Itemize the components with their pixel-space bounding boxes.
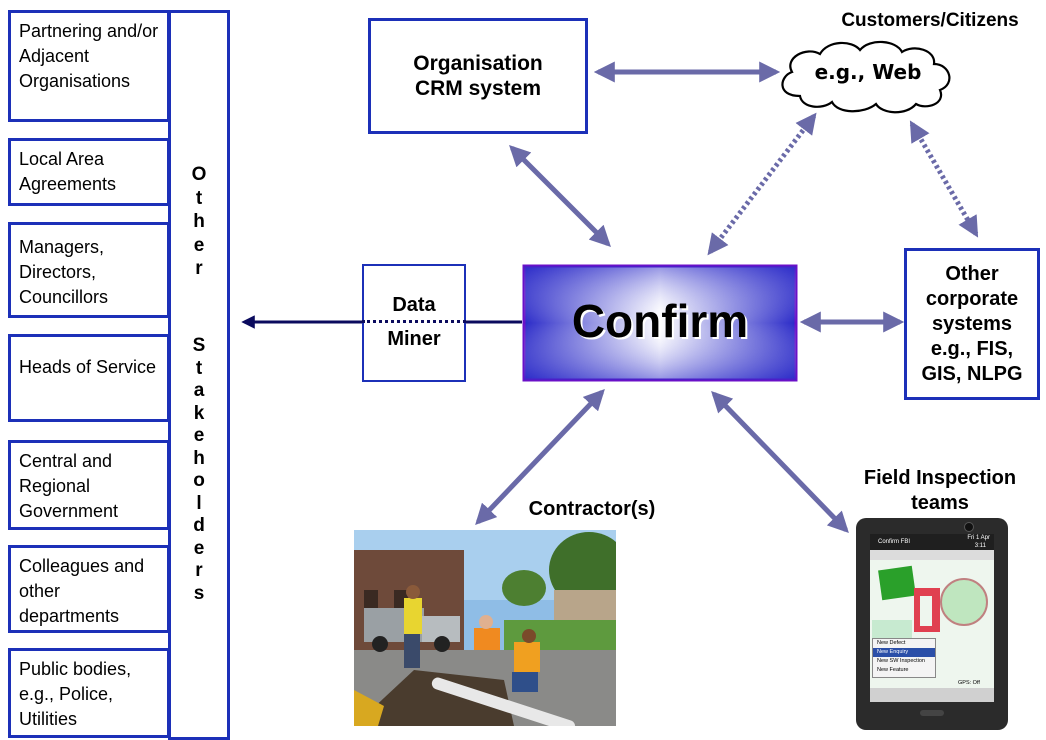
stakeholder-box-colleagues: Colleagues and other departments xyxy=(8,545,170,633)
vertical-letter: a xyxy=(193,380,205,401)
device-gps: GPS: Off xyxy=(958,680,980,686)
arrow-confirm-field xyxy=(711,390,849,534)
arrow-crm-confirm xyxy=(509,145,611,247)
contractors-label: Contractor(s) xyxy=(528,498,656,520)
device-screen: Confirm FBI Fri 1 Apr 3:11 New Defect Ne… xyxy=(870,534,994,702)
data-miner-line2: Miner xyxy=(387,328,441,350)
device-menu-item[interactable]: New Enquiry xyxy=(873,648,935,657)
device-toolbar xyxy=(870,550,994,560)
vertical-letter: t xyxy=(195,357,203,379)
vertical-letter: d xyxy=(193,515,205,536)
stakeholder-label: Heads of Service xyxy=(19,357,157,377)
data-miner-line1: Data xyxy=(392,294,436,316)
arrow-customers-corporate xyxy=(909,120,979,238)
vertical-letter: e xyxy=(193,537,205,559)
stakeholder-label: Partnering and/or Adjacent Organisations xyxy=(19,21,159,91)
device-menu-item[interactable]: New Defect xyxy=(877,640,906,646)
stakeholder-box-heads: Heads of Service xyxy=(8,334,170,422)
corporate-line5: GIS, NLPG xyxy=(921,362,1023,385)
vertical-letter: r xyxy=(195,560,203,581)
stakeholder-box-public: Public bodies, e.g., Police, Utilities xyxy=(8,648,170,738)
data-miner-line xyxy=(362,320,466,323)
device-date: Fri 1 Apr xyxy=(967,535,990,541)
arrow-confirm-contractors xyxy=(475,388,605,526)
vertical-letter: r xyxy=(195,258,203,279)
corporate-line2: corporate xyxy=(925,287,1019,310)
data-miner-box: Data Miner xyxy=(362,264,466,382)
device-time: 3:11 xyxy=(974,543,986,549)
device-menu-item[interactable]: New Feature xyxy=(877,667,909,673)
field-line2: teams xyxy=(911,492,969,514)
cloud-label: e.g., Web xyxy=(814,60,922,84)
corporate-line3: systems xyxy=(931,312,1013,335)
device-home-button[interactable] xyxy=(920,710,944,716)
vertical-letter: S xyxy=(192,335,206,356)
vertical-letter: e xyxy=(193,234,205,256)
arrow-customers-confirm xyxy=(707,112,817,256)
device-bottom-bar xyxy=(870,688,994,702)
field-line1: Field Inspection xyxy=(863,467,1017,489)
vertical-letter: k xyxy=(193,402,205,424)
vertical-letter: o xyxy=(193,470,205,491)
customers-title: Customers/Citizens xyxy=(841,10,1019,31)
stakeholder-label: Colleagues and other departments xyxy=(19,556,145,626)
device-menu: New Defect New Enquiry New SW Inspection… xyxy=(872,638,936,678)
stakeholder-label: Local Area Agreements xyxy=(19,149,117,194)
crm-line1: Organisation xyxy=(413,52,543,75)
stakeholder-label: Public bodies, e.g., Police, Utilities xyxy=(19,659,132,729)
vertical-letter: h xyxy=(193,211,205,232)
vertical-letter: s xyxy=(193,582,205,604)
stakeholder-box-government: Central and Regional Government xyxy=(8,440,170,530)
corporate-line4: e.g., FIS, xyxy=(930,337,1014,360)
crm-line2: CRM system xyxy=(414,77,542,100)
stakeholder-box-local-area: Local Area Agreements xyxy=(8,138,170,206)
cloud-shape xyxy=(781,40,951,114)
vertical-letter: O xyxy=(191,164,207,185)
device-menu-item[interactable]: New SW Inspection xyxy=(877,658,925,664)
device-titlebar: Confirm FBI Fri 1 Apr 3:11 xyxy=(870,534,994,550)
device-app-title: Confirm FBI xyxy=(878,539,911,545)
vertical-letter: t xyxy=(195,187,203,209)
stakeholder-label: Managers, Directors, Councillors xyxy=(19,237,109,307)
stakeholder-box-partnering: Partnering and/or Adjacent Organisations xyxy=(8,10,170,122)
device-camera xyxy=(964,522,974,532)
stakeholder-label: Central and Regional Government xyxy=(19,451,119,521)
other-corporate-box: Other corporate systems e.g., FIS, GIS, … xyxy=(904,248,1040,400)
contractors-photo xyxy=(354,530,616,726)
field-label: Field Inspection teams xyxy=(846,466,1034,516)
vertical-letter: l xyxy=(196,492,202,514)
stakeholder-box-managers: Managers, Directors, Councillors xyxy=(8,222,170,318)
field-device: Confirm FBI Fri 1 Apr 3:11 New Defect Ne… xyxy=(856,518,1008,730)
corporate-line1: Other xyxy=(945,262,999,285)
vertical-letter: e xyxy=(193,425,205,446)
vertical-letter: h xyxy=(193,447,205,469)
confirm-label: Confirm xyxy=(571,295,749,347)
